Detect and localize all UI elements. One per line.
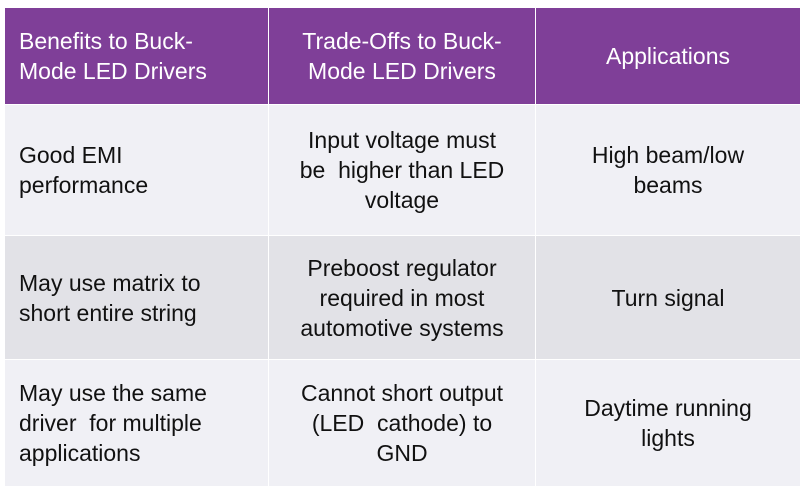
application-cell: Daytime running lights bbox=[535, 359, 800, 487]
table-row: May use the same driver for multiple app… bbox=[4, 359, 800, 487]
cell-line: Daytime running bbox=[584, 395, 752, 421]
cell-line: Preboost regulator bbox=[307, 254, 497, 281]
benefit-cell: Good EMI performance bbox=[4, 104, 269, 236]
cell-line: performance bbox=[19, 172, 149, 198]
cell-line: High beam/low bbox=[591, 142, 745, 168]
comparison-table: Benefits to Buck- Mode LED Drivers Trade… bbox=[4, 7, 800, 487]
header-line: Mode LED Drivers bbox=[19, 58, 207, 84]
header-applications: Applications bbox=[535, 7, 800, 105]
table-row: May use matrix to short entire string Pr… bbox=[4, 235, 800, 360]
cell-line: required in most bbox=[319, 284, 485, 311]
cell-line: driver for multiple bbox=[19, 410, 202, 436]
header-line: Applications bbox=[605, 43, 731, 69]
cell-line: GND bbox=[376, 440, 428, 466]
header-tradeoffs: Trade-Offs to Buck- Mode LED Drivers bbox=[268, 7, 536, 105]
application-cell: High beam/low beams bbox=[535, 104, 800, 236]
benefit-cell: May use matrix to short entire string bbox=[4, 235, 269, 360]
cell-line: Cannot short output bbox=[300, 380, 504, 406]
tradeoff-cell: Cannot short output (LED cathode) to GND bbox=[268, 359, 536, 487]
tradeoff-cell: Input voltage must be higher than LED vo… bbox=[268, 104, 536, 236]
cell-line: automotive systems bbox=[300, 314, 504, 341]
tradeoff-cell: Preboost regulator required in most auto… bbox=[268, 235, 536, 360]
cell-line: be higher than LED bbox=[299, 157, 505, 183]
cell-line: beams bbox=[633, 172, 703, 198]
cell-line: voltage bbox=[364, 187, 440, 213]
header-line: Mode LED Drivers bbox=[308, 58, 496, 84]
cell-line: short entire string bbox=[19, 299, 197, 326]
header-row: Benefits to Buck- Mode LED Drivers Trade… bbox=[4, 7, 800, 105]
header-line: Benefits to Buck- bbox=[19, 28, 193, 54]
application-cell: Turn signal bbox=[535, 235, 800, 360]
cell-line: May use the same bbox=[19, 380, 207, 406]
cell-line: lights bbox=[641, 425, 695, 451]
cell-line: Input voltage must bbox=[308, 127, 496, 153]
cell-line: Turn signal bbox=[611, 284, 725, 311]
cell-line: applications bbox=[19, 440, 141, 466]
cell-line: Good EMI bbox=[19, 142, 123, 168]
header-line: Trade-Offs to Buck- bbox=[302, 28, 502, 54]
table-row: Good EMI performance Input voltage must … bbox=[4, 104, 800, 236]
benefit-cell: May use the same driver for multiple app… bbox=[4, 359, 269, 487]
cell-line: (LED cathode) to bbox=[311, 410, 493, 436]
cell-line: May use matrix to bbox=[19, 269, 201, 296]
header-benefits: Benefits to Buck- Mode LED Drivers bbox=[4, 7, 269, 105]
